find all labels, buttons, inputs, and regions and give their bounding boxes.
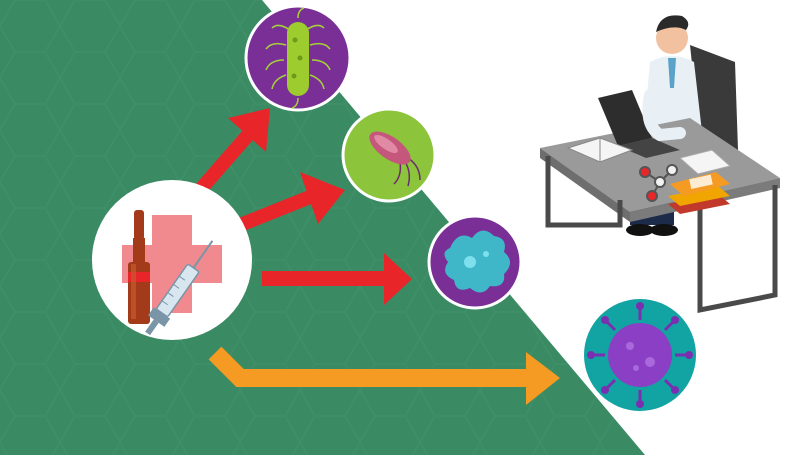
bacillus-bacteria-icon bbox=[244, 4, 352, 112]
arrow-to-flagellated-bacteria bbox=[237, 172, 345, 232]
arrow-to-fungus bbox=[262, 253, 412, 305]
flagellated-bacteria-icon bbox=[341, 107, 437, 203]
virus-icon bbox=[584, 299, 696, 411]
medical-kit-icon bbox=[92, 180, 252, 340]
doctor-at-desk-icon bbox=[540, 15, 780, 314]
arrow-to-bacillus bbox=[194, 108, 270, 195]
fungus-icon bbox=[427, 214, 523, 310]
vial-icon bbox=[128, 210, 150, 324]
syringe-icon bbox=[145, 240, 214, 336]
book-stack-icon bbox=[668, 172, 730, 214]
molecule-model-icon bbox=[639, 164, 678, 202]
green-background bbox=[0, 0, 645, 455]
arrow-to-virus bbox=[208, 346, 560, 405]
